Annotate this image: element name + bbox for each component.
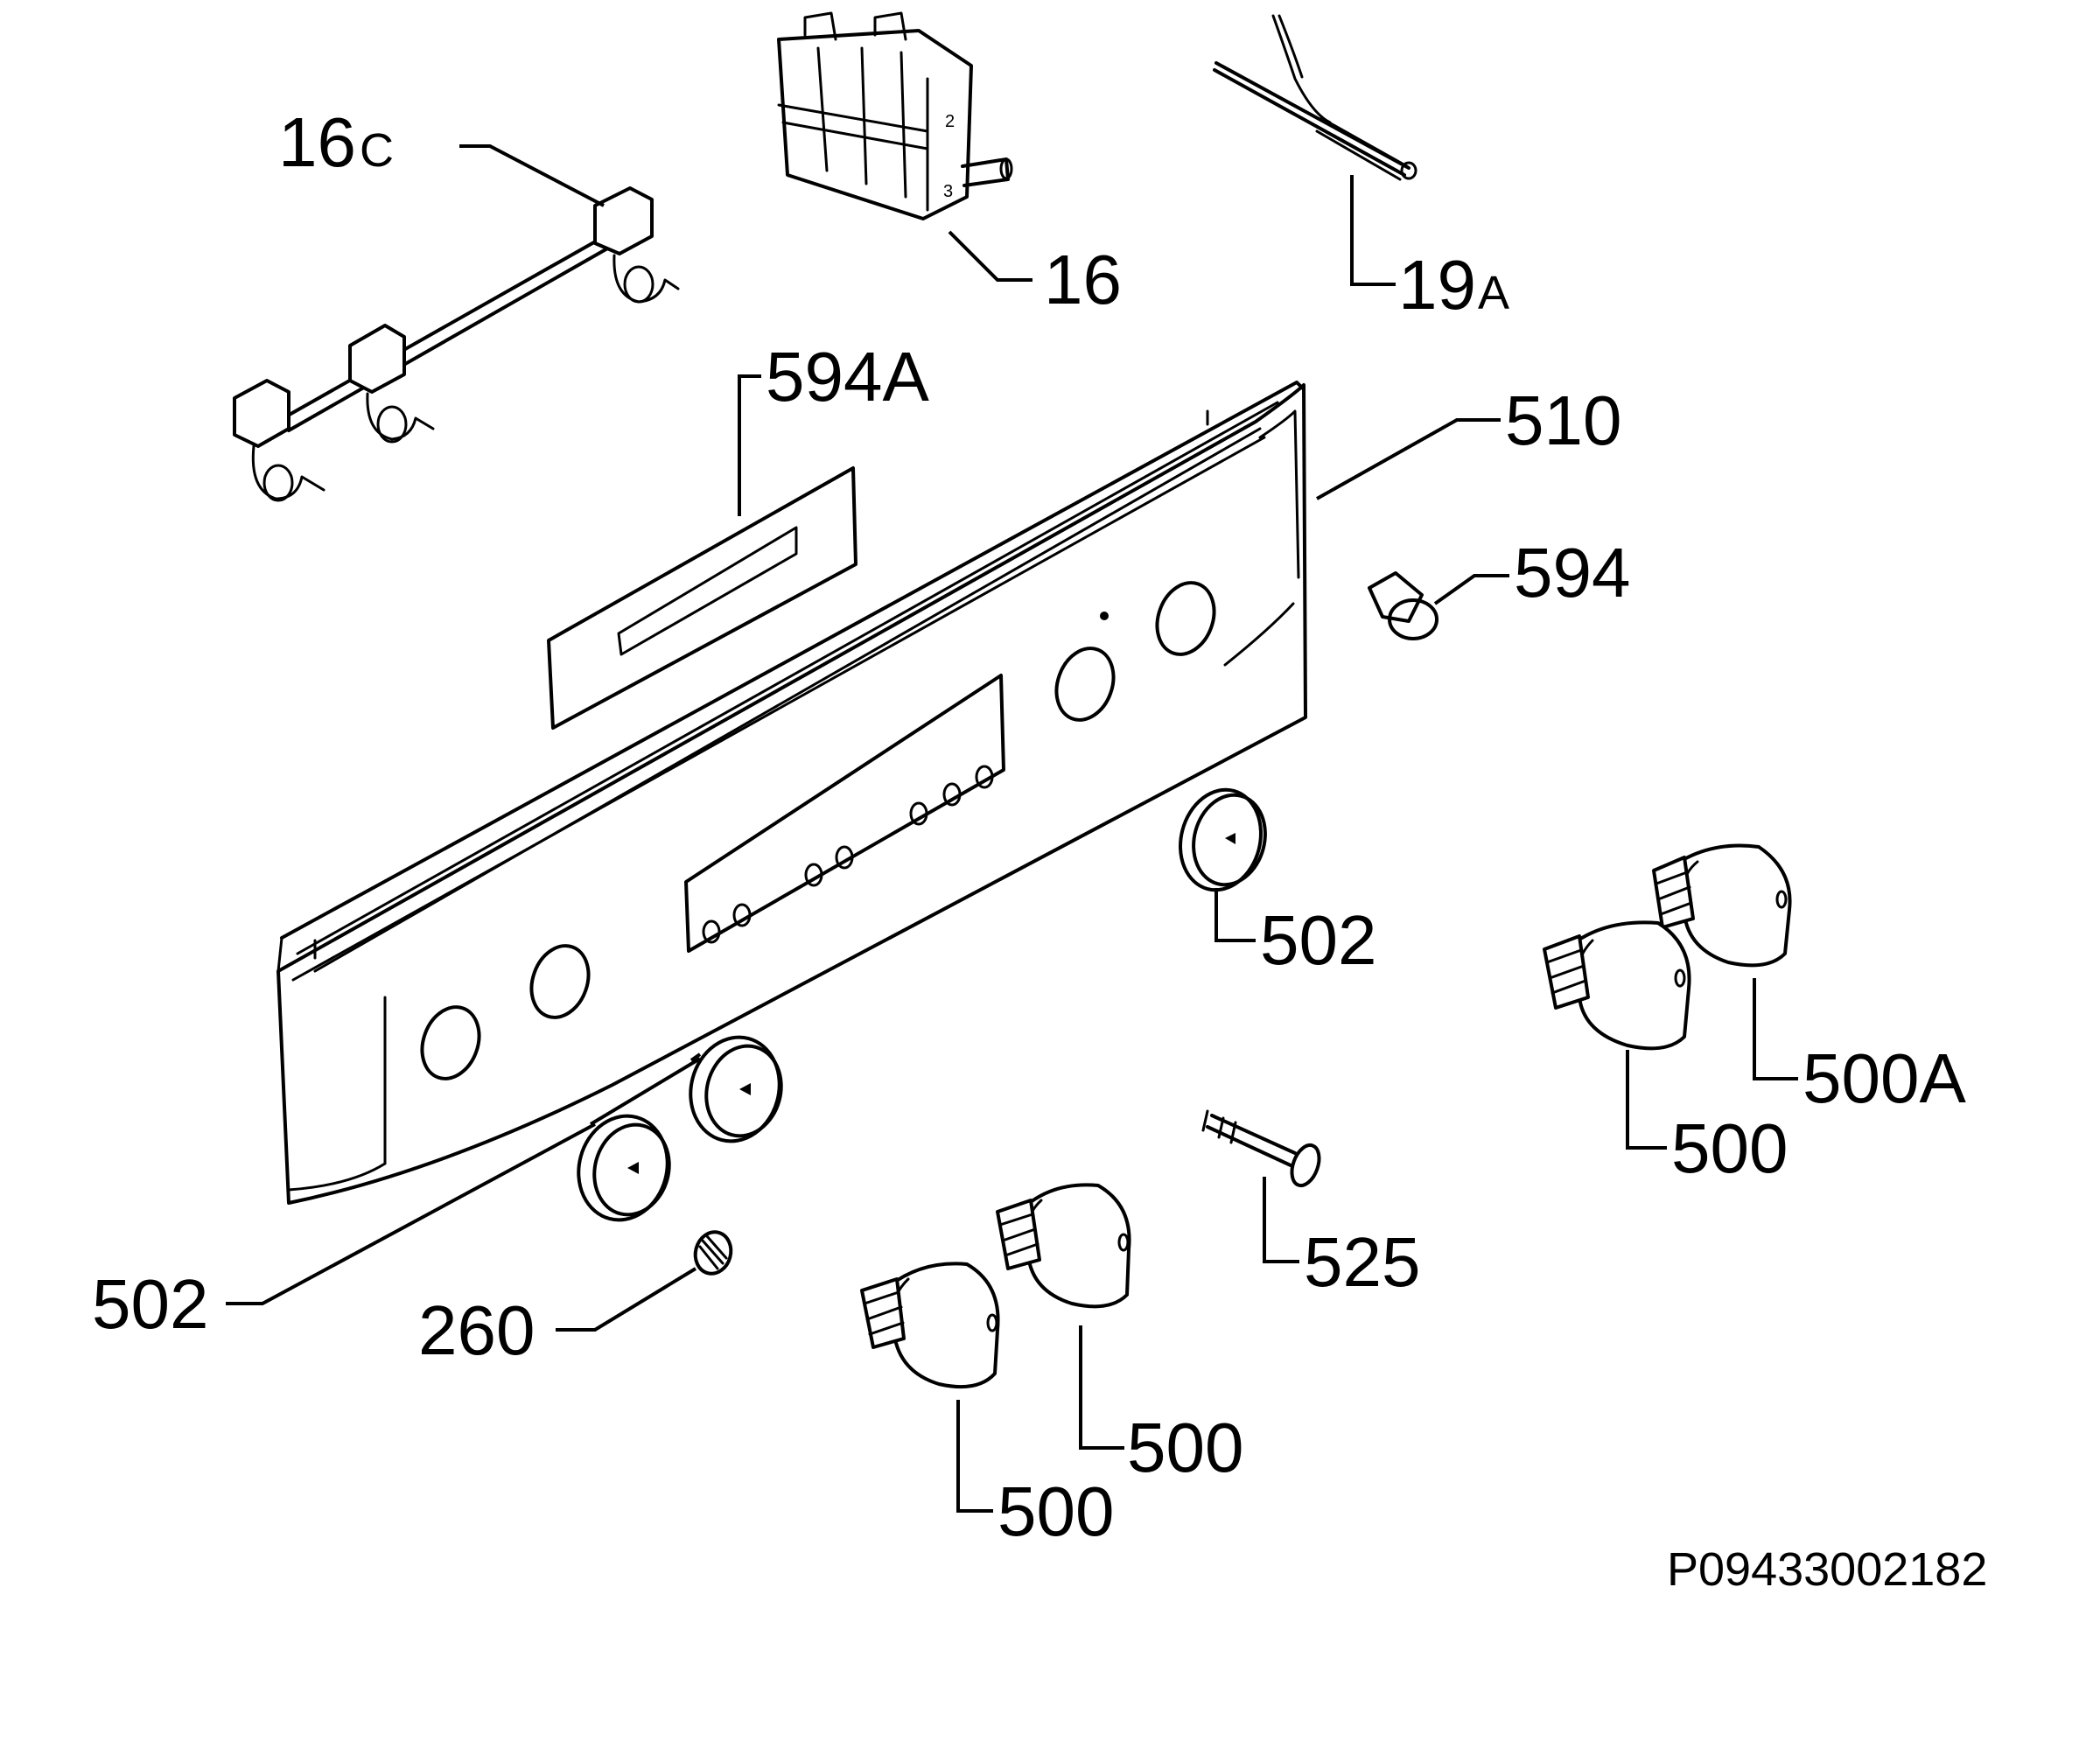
label-510: 510 — [1505, 381, 1621, 459]
control-knob-icon — [860, 843, 1792, 1389]
label-500a: 500A — [1802, 1039, 1966, 1117]
label-19a: 19A — [1398, 246, 1509, 324]
leader-lines — [226, 144, 1798, 1513]
label-502-left: 502 — [92, 1265, 208, 1343]
label-525: 525 — [1304, 1223, 1420, 1301]
label-500-low: 500 — [998, 1472, 1114, 1550]
wiring-harness-icon — [233, 186, 680, 502]
part-labels: 16C 16 19A 594A 510 594 502 500A 500 525… — [92, 103, 1966, 1550]
spring-icon — [693, 1230, 733, 1276]
svg-text:3: 3 — [943, 182, 953, 201]
label-260: 260 — [418, 1291, 535, 1369]
label-16: 16 — [1044, 241, 1122, 318]
label-594: 594 — [1514, 534, 1630, 612]
label-500-right: 500 — [1671, 1109, 1788, 1187]
spindle-pin-icon — [1201, 1109, 1321, 1188]
display-window-icon — [547, 466, 858, 730]
knob-bezel-icon — [577, 787, 1267, 1222]
button-dots — [702, 765, 994, 944]
indicator-lens-icon — [1368, 571, 1438, 640]
label-16c: 16C — [278, 103, 394, 181]
selector-switch-icon: 2 3 — [777, 11, 1013, 220]
svg-text:2: 2 — [945, 112, 955, 131]
sensor-probe-icon — [1213, 14, 1418, 181]
label-502-right: 502 — [1260, 901, 1376, 979]
label-594a: 594A — [766, 338, 929, 416]
label-500-mid: 500 — [1127, 1409, 1243, 1486]
drawing-reference-code: P09433002182 — [1667, 1543, 1987, 1596]
control-panel-icon — [276, 381, 1307, 1205]
